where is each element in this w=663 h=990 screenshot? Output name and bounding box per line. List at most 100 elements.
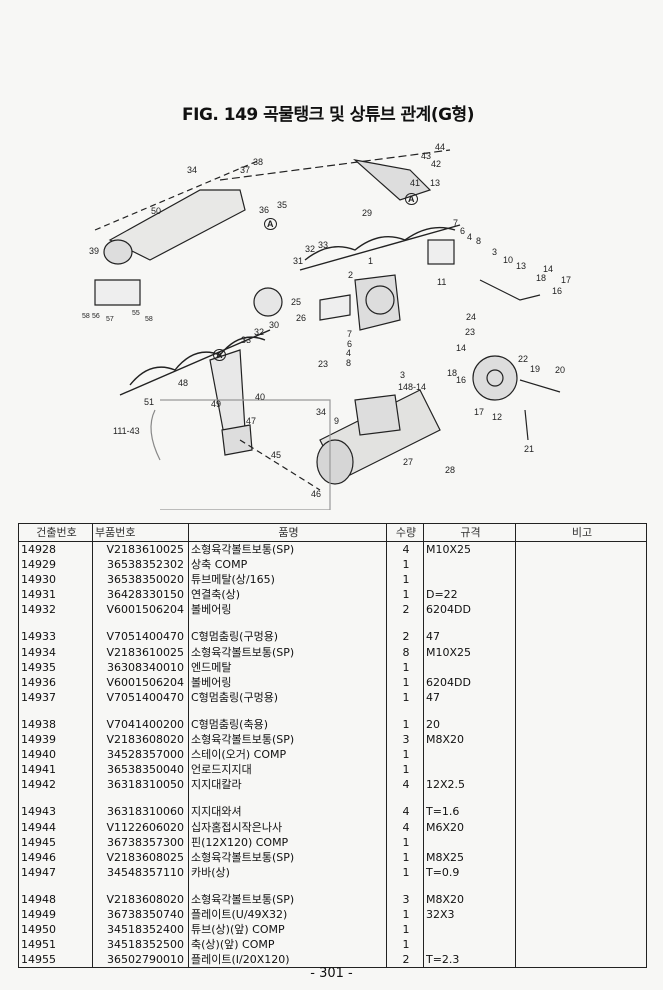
cell-part-name: 지지대칼라 <box>189 777 387 793</box>
cell-remarks <box>516 690 646 705</box>
spacer-cell <box>424 617 516 630</box>
cell-part-name: C형멈춤링(축용) <box>189 716 387 733</box>
callout: 34 <box>316 407 327 417</box>
cell-part-name: 연결축(상) <box>189 587 387 603</box>
cell-ref-no: 14951 <box>19 937 93 953</box>
cell-part-name: 소형육각볼트보통(SP) <box>189 644 387 660</box>
callout: 16 <box>456 375 467 385</box>
cell-ref-no: 14945 <box>19 834 93 850</box>
callout: 20 <box>555 365 566 375</box>
spacer-cell <box>19 879 93 892</box>
spacer-cell <box>516 792 646 804</box>
cell-part-no: V2183610025 <box>93 542 189 558</box>
cell-spec: 6204DD <box>424 602 516 618</box>
cell-quantity: 4 <box>387 777 424 793</box>
cell-part-name: C형멈춤링(구멍용) <box>189 689 387 705</box>
cell-ref-no: 14933 <box>19 629 93 645</box>
cell-quantity: 1 <box>387 659 424 675</box>
cell-remarks <box>516 892 646 907</box>
cell-spec: M6X20 <box>424 819 516 835</box>
cell-remarks <box>516 660 646 675</box>
cell-part-no: V7041400200 <box>93 716 189 733</box>
cell-part-no: V2183608020 <box>93 891 189 907</box>
gearbox <box>354 274 401 331</box>
callout: 18 <box>536 273 547 283</box>
group-spacer <box>19 704 646 717</box>
cell-remarks <box>516 865 646 880</box>
cell-part-name: 소형육각볼트보통(SP) <box>189 849 387 865</box>
cell-ref-no: 14955 <box>19 952 93 968</box>
cell-spec <box>424 572 516 588</box>
callout: 13 <box>430 178 441 188</box>
callout: 3 <box>492 247 498 257</box>
callout: 16 <box>552 286 563 296</box>
callout: 3 <box>400 370 406 380</box>
cell-ref-no: 14944 <box>19 819 93 835</box>
cell-remarks <box>516 820 646 835</box>
cell-part-no: 36318310060 <box>93 804 189 820</box>
cell-remarks <box>516 850 646 865</box>
callout: 29 <box>362 208 373 218</box>
cell-remarks <box>516 747 646 762</box>
callout: 148-14 <box>398 382 427 392</box>
cell-quantity: 1 <box>387 762 424 778</box>
callout: 33 <box>241 335 252 345</box>
cell-part-name: 카바(상) <box>189 864 387 880</box>
cell-quantity: 2 <box>387 602 424 618</box>
callout: 6 <box>460 226 466 236</box>
spacer-cell <box>19 792 93 805</box>
lower-tube <box>316 389 441 485</box>
callout: 32 <box>305 244 316 254</box>
cell-quantity: 2 <box>387 629 424 645</box>
cell-remarks <box>516 602 646 617</box>
cell-ref-no: 14949 <box>19 906 93 923</box>
cell-spec: 47 <box>424 689 516 705</box>
cell-part-name: 플레이트(I/20X120) <box>189 952 387 968</box>
cell-quantity: 1 <box>387 922 424 938</box>
cell-spec: M8X25 <box>424 849 516 865</box>
spacer-cell <box>93 704 189 717</box>
cell-part-name: 소형육각볼트보통(SP) <box>189 732 387 748</box>
cell-ref-no: 14940 <box>19 747 93 763</box>
callout: 8 <box>476 236 482 246</box>
cell-quantity: 1 <box>387 716 424 733</box>
callout: 46 <box>311 489 322 499</box>
exploded-parts-diagram: 44 43 42 41 13 34 37 38 36 35 50 29 7 6 … <box>0 130 663 510</box>
cell-remarks <box>516 587 646 602</box>
callout: 41 <box>410 178 421 188</box>
spacer-cell <box>387 704 424 717</box>
cell-ref-no: 14948 <box>19 891 93 907</box>
callout: 37 <box>240 165 251 175</box>
spacer-cell <box>189 617 387 630</box>
callout: 14 <box>456 343 467 353</box>
cell-ref-no: 14950 <box>19 922 93 938</box>
cell-quantity: 1 <box>387 864 424 880</box>
callout: 23 <box>465 327 476 337</box>
cell-spec: M8X20 <box>424 891 516 907</box>
cell-quantity: 1 <box>387 572 424 588</box>
callout: 10 <box>503 255 514 265</box>
cell-spec: 12X2.5 <box>424 777 516 793</box>
cell-spec: 6204DD <box>424 674 516 690</box>
callout: 51 <box>144 397 155 407</box>
spacer-cell <box>93 792 189 805</box>
cell-remarks <box>516 542 646 557</box>
header-ref-no: 건출번호 <box>19 524 93 541</box>
cell-remarks <box>516 777 646 792</box>
callout: 22 <box>518 354 529 364</box>
callout: 33 <box>318 240 329 250</box>
upper-auger-tube <box>103 189 246 265</box>
cell-spec <box>424 922 516 938</box>
cell-part-no: V7051400470 <box>93 689 189 705</box>
spacer-cell <box>516 705 646 717</box>
callout: 23 <box>318 359 329 369</box>
